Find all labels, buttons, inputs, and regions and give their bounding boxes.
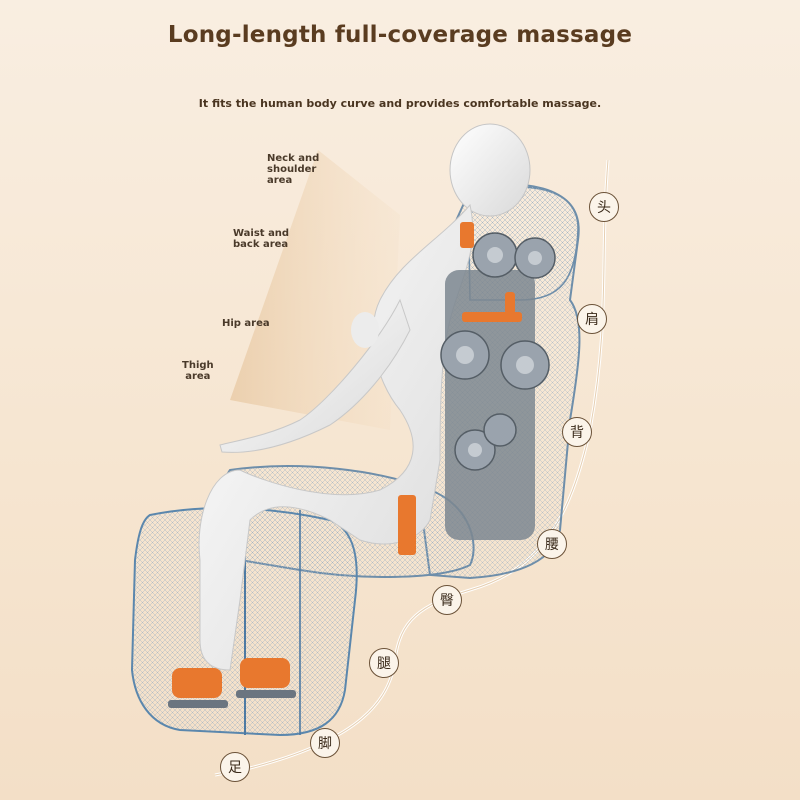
zone-badge-leg: 腿 [369,648,399,678]
coverage-wedge [230,150,400,430]
zone-badge-waist: 腰 [537,529,567,559]
person-figure [198,123,531,671]
zone-badge-back: 背 [562,417,592,447]
zone-badge-sole: 足 [220,752,250,782]
zone-badge-shoulder: 肩 [577,304,607,334]
page-subtitle: It fits the human body curve and provide… [198,97,602,110]
zone-badge-foot: 脚 [310,728,340,758]
foot-rollers [168,658,296,708]
label-waist-back-area: Waist and back area [233,228,290,250]
zone-badge-head: 头 [589,192,619,222]
label-hip-area: Hip area [222,318,270,329]
zone-badge-buttock: 臀 [432,585,462,615]
page-title: Long-length full-coverage massage [167,22,633,48]
massage-rollers [398,222,556,555]
label-thigh-area: Thigh area [182,360,214,382]
label-neck-shoulder-area: Neck and shoulder area [267,153,320,186]
